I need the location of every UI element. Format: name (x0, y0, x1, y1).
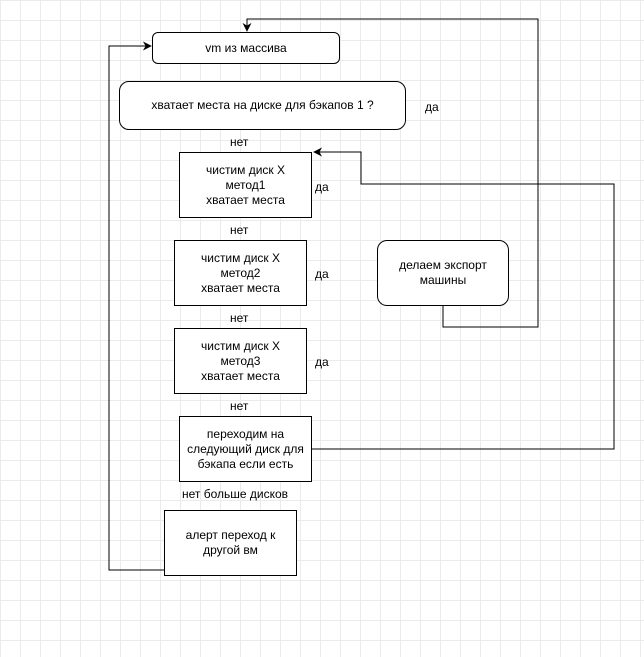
label-no-method3: нет (230, 399, 249, 413)
label-no-method1: нет (230, 223, 249, 237)
node-enough-space-question[interactable]: хватает места на диске для бэкапов 1 ? (119, 81, 406, 130)
label-yes-question: да (425, 100, 439, 114)
edge-export-to-vm (242, 18, 539, 328)
label-no-question: нет (230, 135, 249, 149)
label-yes-method2: да (315, 267, 329, 281)
label-yes-method1: да (315, 180, 329, 194)
label-yes-method3: да (315, 355, 329, 369)
edge-alert-to-vm (108, 41, 164, 571)
node-export-machine[interactable]: делаем экспорт машины (377, 240, 509, 306)
node-clean-method3[interactable]: чистим диск X метод3 хватает места (174, 328, 307, 394)
node-vm-from-array[interactable]: vm из массива (152, 32, 340, 64)
node-alert-next-vm[interactable]: алерт переход к другой вм (164, 510, 297, 576)
node-clean-method1[interactable]: чистим диск X метод1 хватает места (179, 152, 312, 218)
edge-next-disk-to-method1 (312, 147, 615, 450)
label-no-more-disks: нет больше дисков (182, 487, 289, 501)
label-no-method2: нет (230, 311, 249, 325)
node-clean-method2[interactable]: чистим диск X метод2 хватает места (174, 240, 307, 306)
node-next-disk[interactable]: переходим на следующий диск для бэкапа е… (179, 416, 312, 482)
